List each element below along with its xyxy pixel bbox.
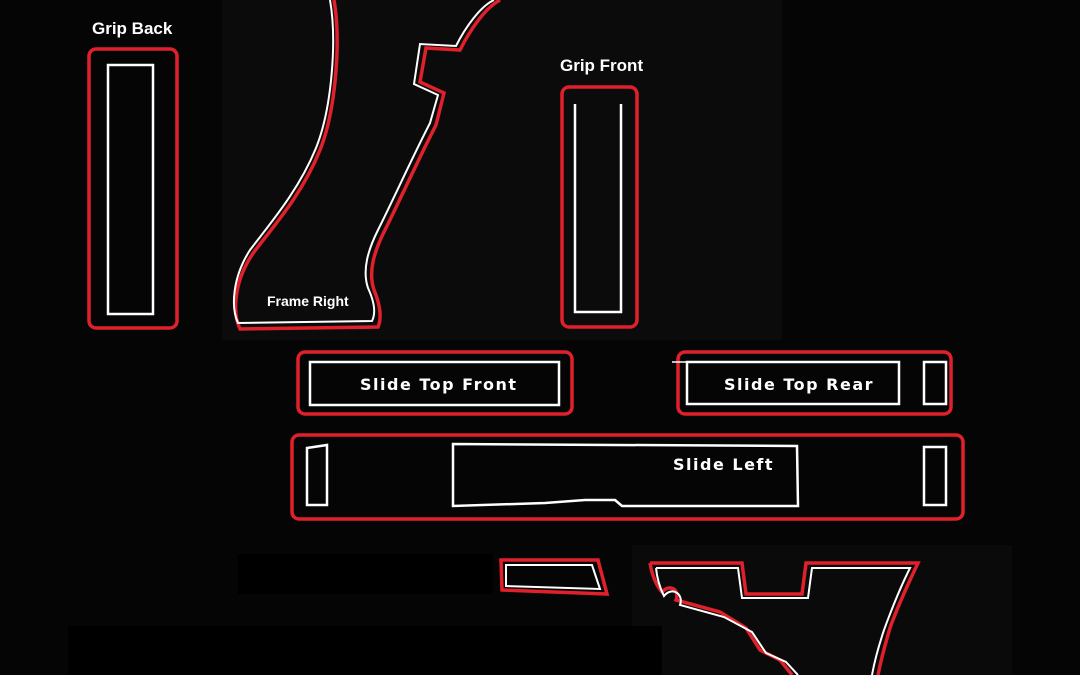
grip-back-cut-outline: [87, 47, 179, 330]
grip-back-inner-outline: [106, 63, 155, 316]
grip-back-label: Grip Back: [92, 19, 173, 38]
frame-left-cut-outline: [648, 561, 921, 675]
bg-panel-top: [222, 0, 782, 340]
frame-left-piece: [648, 561, 921, 675]
slide-left-inner-outline: [451, 442, 800, 508]
slide-left-piece: Slide Left: [290, 433, 965, 521]
small-insert-inner-outline: [505, 564, 602, 591]
black-block-large: [68, 626, 662, 675]
frame-right-label: Frame Right: [267, 293, 349, 309]
slide-left-label: Slide Left: [673, 455, 774, 474]
frame-left-inner-outline: [655, 567, 912, 675]
slide-top-rear-label: Slide Top Rear: [724, 375, 874, 394]
slide-top-front-piece: Slide Top Front: [296, 350, 574, 416]
grip-front-label: Grip Front: [560, 56, 643, 75]
frame-right-piece: Frame Right: [233, 0, 501, 331]
slide-left-cut-outline: [290, 433, 965, 521]
small-insert-piece: [499, 558, 610, 596]
slide-left-front-slot: [305, 443, 329, 507]
grip-back-piece: Grip Back: [87, 19, 179, 330]
grip-front-cut-outline: [560, 85, 639, 329]
black-block-small: [238, 554, 493, 594]
slide-top-front-label: Slide Top Front: [360, 375, 518, 394]
slide-top-front-cut-outline: [296, 350, 574, 416]
slide-top-front-inner-outline: [308, 360, 561, 407]
slide-top-rear-piece: Slide Top Rear: [672, 350, 953, 416]
frame-right-inner-outline: [233, 0, 495, 325]
slide-top-rear-inner-outline: [685, 360, 901, 406]
frame-right-cut-outline: [233, 0, 501, 331]
slide-top-rear-slot: [922, 360, 948, 406]
grip-front-piece: Grip Front: [560, 56, 643, 329]
small-insert-cut-outline: [499, 558, 610, 596]
grip-front-inner-outline: [573, 104, 623, 314]
slide-left-rear-slot: [922, 445, 948, 507]
slide-top-rear-cut-outline: [676, 350, 953, 416]
